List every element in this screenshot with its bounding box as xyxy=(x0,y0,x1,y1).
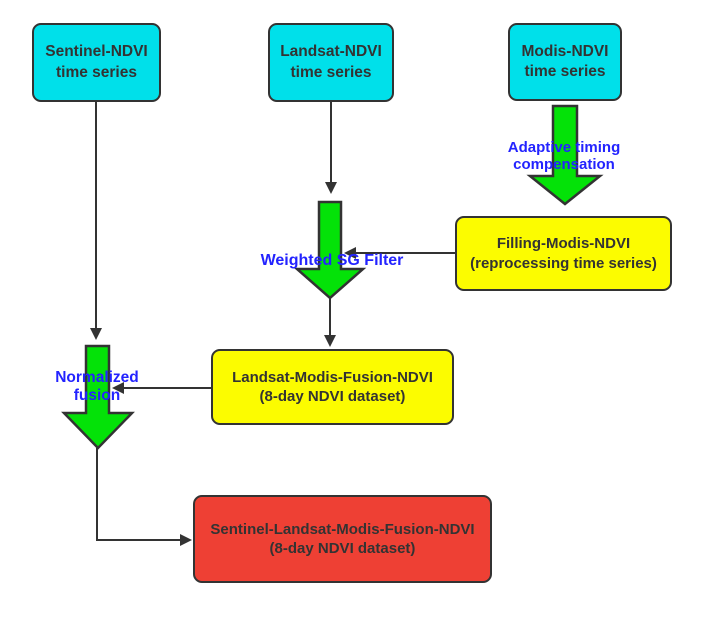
node-sentinel-ndvi-time-series: Sentinel-NDVI time series xyxy=(32,23,161,102)
node-landsat-ndvi-time-series: Landsat-NDVI time series xyxy=(268,23,394,102)
node-sentinel-landsat-modis-fusion-ndvi: Sentinel-Landsat-Modis-Fusion-NDVI (8-da… xyxy=(193,495,492,583)
block-arrow-weighted-sg-filter xyxy=(293,200,367,300)
arrowhead-landsat-down xyxy=(325,182,337,194)
block-arrow-normalized-fusion xyxy=(61,344,135,450)
node-landsat-modis-fusion-ndvi: Landsat-Modis-Fusion-NDVI (8-day NDVI da… xyxy=(211,349,454,425)
node-filling-modis-ndvi: Filling-Modis-NDVI (reprocessing time se… xyxy=(455,216,672,291)
arrowhead-sgfilter-to-fusion xyxy=(324,335,336,347)
arrowhead-filling-to-sgfilter xyxy=(344,247,356,259)
connector-normalized-to-final xyxy=(96,448,180,541)
arrowhead-sentinel-down xyxy=(90,328,102,340)
label-adaptive-timing-compensation: Adaptive timing compensation xyxy=(507,139,621,174)
block-arrow-adaptive-timing xyxy=(526,104,604,206)
node-modis-ndvi-time-series: Modis-NDVI time series xyxy=(508,23,622,101)
label-normalized-fusion: Normalized fusion xyxy=(55,369,139,404)
arrowhead-normalized-to-final xyxy=(180,534,192,546)
arrowhead-fusion-to-normalized xyxy=(112,382,124,394)
label-weighted-sg-filter: Weighted SG Filter xyxy=(260,252,404,269)
